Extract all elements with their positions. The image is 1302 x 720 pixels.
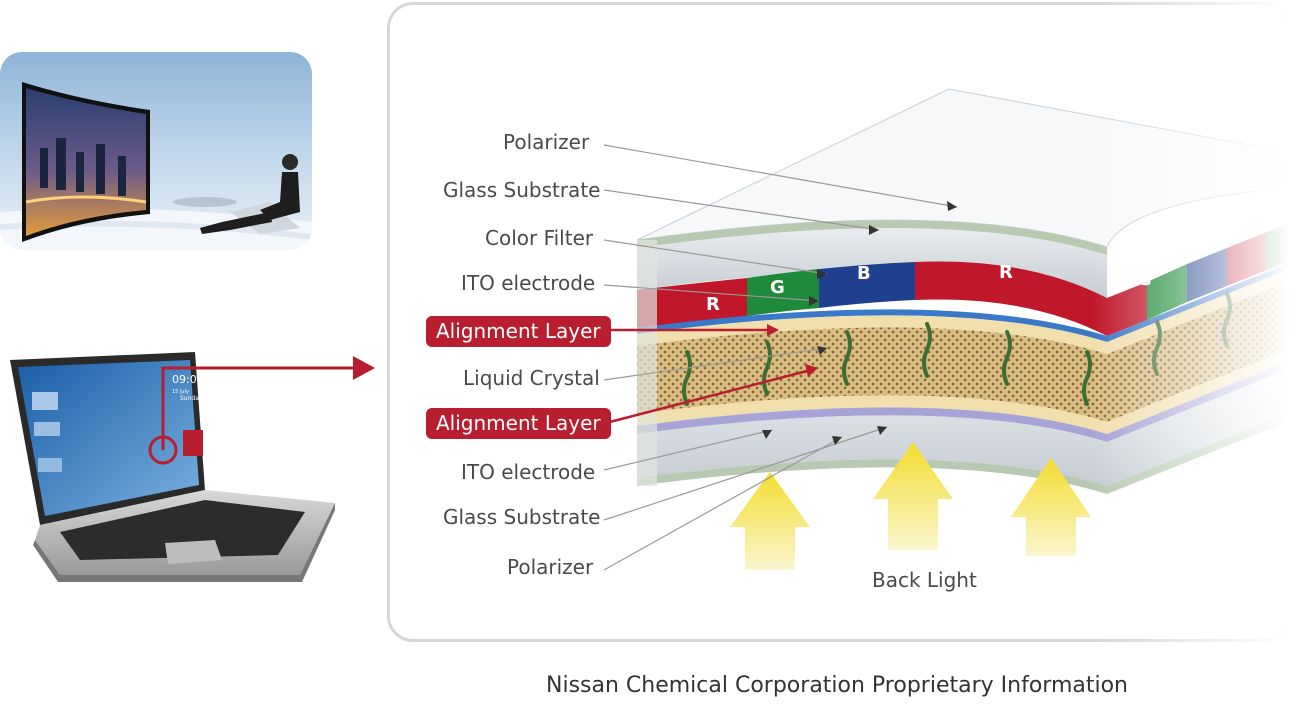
- label-back-light: Back Light: [872, 568, 977, 592]
- laptop-date: 15 July: [172, 389, 189, 395]
- label-color-filter: Color Filter: [485, 226, 594, 250]
- footer-caption: Nissan Chemical Corporation Proprietary …: [546, 673, 1129, 698]
- label-alignment-layer-top: Alignment Layer: [426, 316, 611, 347]
- label-alignment-layer-bottom: Alignment Layer: [426, 408, 611, 439]
- label-polarizer-bottom: Polarizer: [507, 555, 594, 579]
- label-glass-substrate-top: Glass Substrate: [443, 178, 601, 202]
- pointer-arrow: [161, 356, 375, 450]
- laptop-time: 09:00: [172, 373, 204, 386]
- label-ito-electrode-bottom: ITO electrode: [461, 460, 596, 484]
- label-polarizer-top: Polarizer: [503, 130, 590, 154]
- curved-tv-photo: [0, 52, 312, 250]
- label-glass-substrate-bottom: Glass Substrate: [443, 505, 601, 529]
- label-liquid-crystal: Liquid Crystal: [463, 366, 600, 390]
- laptop-day: Sunday: [180, 395, 203, 402]
- laptop-illustration: 09:00 15 July Sunday: [0, 340, 345, 590]
- back-light-arrows: [730, 442, 1091, 570]
- label-ito-electrode-top: ITO electrode: [461, 271, 596, 295]
